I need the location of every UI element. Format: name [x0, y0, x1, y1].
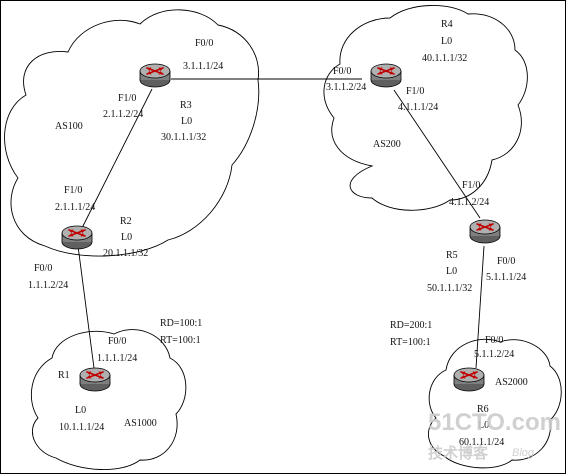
- watermark-sub-cn: 技术博客: [428, 444, 489, 462]
- r4-f10-label: F1/0: [406, 86, 424, 97]
- r1-lo-ip: 10.1.1.1/24: [59, 422, 104, 433]
- r5-f00-ip: 5.1.1.1/24: [486, 272, 526, 283]
- r6-lo-label: L0: [478, 420, 489, 431]
- r3-f00-ip: 3.1.1.1/24: [183, 61, 223, 72]
- as2000-label: AS2000: [495, 377, 528, 388]
- r6-f00-label: F0/0: [485, 335, 503, 346]
- r6-f00-ip: 5.1.1.2/24: [474, 349, 514, 360]
- r6-lo-ip: 60.1.1.1/24: [459, 437, 504, 448]
- router-name-r5: R5: [446, 250, 458, 261]
- r3-f10-ip: 2.1.1.2/24: [103, 109, 143, 120]
- as200-label: AS200: [373, 139, 401, 150]
- router-name-r2: R2: [120, 216, 132, 227]
- router-icon-r1[interactable]: [79, 367, 111, 392]
- right-rd-label: RD=200:1: [390, 320, 432, 331]
- r5-f10-ip: 4.1.1.2/24: [449, 197, 489, 208]
- right-rt-label: RT=100:1: [390, 337, 431, 348]
- watermark-main: 51CTO.com: [428, 409, 561, 436]
- r2-lo-label: L0: [121, 232, 132, 243]
- r4-f00-ip: 3.1.1.2/24: [326, 82, 366, 93]
- r1-f00-label: F0/0: [108, 336, 126, 347]
- link-r4-r5: [393, 89, 481, 219]
- router-icon-r3[interactable]: [139, 63, 171, 88]
- router-name-r4: R4: [441, 19, 453, 30]
- watermark-sub-en: Blog: [512, 447, 535, 459]
- as200-cloud: [323, 5, 528, 211]
- left-rd-label: RD=100:1: [160, 318, 202, 329]
- as100-label: AS100: [55, 121, 83, 132]
- link-r5-r6: [475, 245, 485, 369]
- r5-f10-label: F1/0: [462, 180, 480, 191]
- router-icon-r6[interactable]: [453, 367, 485, 392]
- r3-f10-label: F1/0: [118, 93, 136, 104]
- r2-f10-label: F1/0: [64, 185, 82, 196]
- router-icon-r4[interactable]: [370, 63, 402, 88]
- r4-f00-label: F0/0: [333, 66, 351, 77]
- r4-lo-label: L0: [441, 36, 452, 47]
- r3-lo-label: L0: [181, 116, 192, 127]
- r1-lo-label: L0: [75, 405, 86, 416]
- router-icon-r5[interactable]: [469, 219, 501, 244]
- r2-f00-label: F0/0: [34, 263, 52, 274]
- as1000-label: AS1000: [124, 418, 157, 429]
- router-name-r6: R6: [477, 404, 489, 415]
- r2-f10-ip: 2.1.1.1/24: [55, 202, 95, 213]
- watermark: 51CTO.com 技术博客 Blog: [428, 409, 561, 462]
- link-r2-r1: [77, 245, 95, 369]
- link-r3-r2: [81, 88, 153, 229]
- as100-cloud: [4, 9, 260, 257]
- r1-f00-ip: 1.1.1.1/24: [97, 353, 137, 364]
- router-name-r1: R1: [58, 370, 70, 381]
- as1000-cloud: [30, 329, 187, 470]
- r5-lo-ip: 50.1.1.1/32: [427, 283, 472, 294]
- r4-f10-ip: 4.1.1.1/24: [398, 102, 438, 113]
- r5-f00-label: F0/0: [497, 256, 515, 267]
- r5-lo-label: L0: [446, 266, 457, 277]
- router-icon-r2[interactable]: [61, 225, 93, 250]
- left-rt-label: RT=100:1: [160, 335, 201, 346]
- r3-lo-ip: 30.1.1.1/32: [161, 132, 206, 143]
- r4-lo-ip: 40.1.1.1/32: [422, 53, 467, 64]
- router-name-r3: R3: [180, 100, 192, 111]
- r2-f00-ip: 1.1.1.2/24: [28, 280, 68, 291]
- r3-f00-label: F0/0: [195, 38, 213, 49]
- r2-lo-ip: 20.1.1.1/32: [103, 248, 148, 259]
